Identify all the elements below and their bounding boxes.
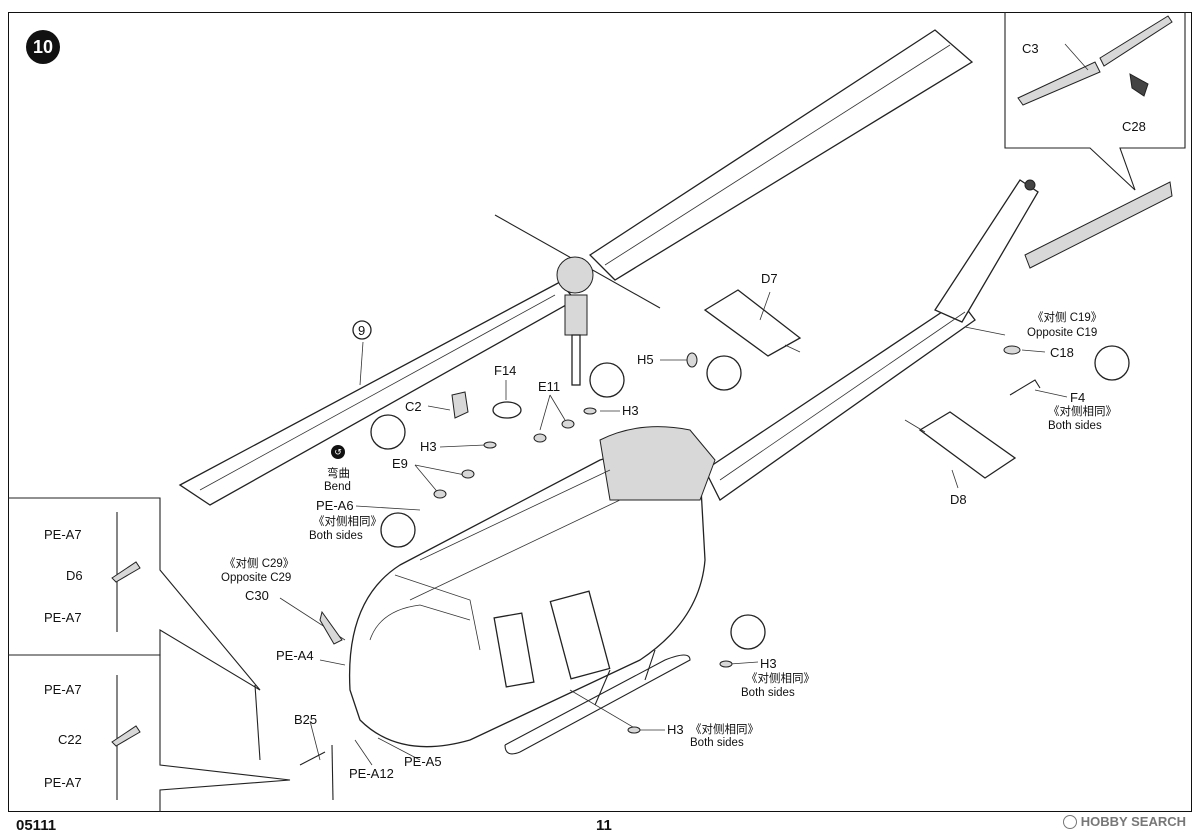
h5-label: H5 [637,352,654,367]
step-number-badge: 10 [26,30,60,64]
h3-top-label: H3 [622,403,639,418]
left-insets [8,497,291,812]
h3-mid-label: H3 [760,656,777,671]
fuselage [348,426,716,748]
d7-label: D7 [761,271,778,286]
bend-icon: ↺ [331,445,345,459]
h3-mid-note-en: Both sides [741,687,795,699]
inset-upper-bottom-label: PE-A7 [44,610,82,625]
f4-note-en: Both sides [1048,420,1102,432]
watermark: HOBBY SEARCH [1062,814,1186,829]
main-rotor [178,29,974,506]
stabilizers [703,289,1017,479]
c18-label: C18 [1050,345,1074,360]
watermark-logo-icon [1062,814,1077,829]
detail-callouts [352,320,1130,650]
b25-label: B25 [294,712,318,727]
c29-note-en: Opposite C29 [221,572,292,584]
c19-note-cn: 《对侧 C19》 [1032,312,1103,324]
e9-label: E9 [392,456,408,471]
c28-label: C28 [1122,119,1146,134]
c29-note-cn: 《对侧 C29》 [224,558,295,570]
h3-bottom-label: H3 [667,722,684,737]
pe-a12-label: PE-A12 [349,766,394,781]
bend-note-cn: 弯曲 [327,468,350,480]
leader-lines [279,291,1068,766]
instruction-frame [8,12,1192,812]
inset-lower-middle-label: C22 [58,732,82,747]
h3-mid-note-cn: 《对侧相同》 [746,673,815,685]
f14-label: F14 [494,363,517,378]
h3-bottom-note-cn: 《对侧相同》 [690,724,759,736]
pe-a4-label: PE-A4 [276,648,314,663]
small-parts [254,345,1041,801]
c19-note-en: Opposite C19 [1027,327,1098,339]
inset-lower-top-label: PE-A7 [44,682,82,697]
page-number: 11 [596,817,612,834]
e11-label: E11 [538,379,561,394]
f4-note-cn: 《对侧相同》 [1048,406,1117,418]
inset-upper-top-label: PE-A7 [44,527,82,542]
pe-a5-label: PE-A5 [404,754,442,769]
c30-label: C30 [245,588,269,603]
bend-note-en: Bend [324,481,351,493]
d8-label: D8 [950,492,967,507]
c2-label: C2 [405,399,422,414]
c3-label: C3 [1022,41,1039,56]
tail-boom [704,179,1173,501]
watermark-text: HOBBY SEARCH [1080,814,1186,829]
pe-a6-note-cn: 《对侧相同》 [313,516,382,528]
pe-a6-note-en: Both sides [309,530,363,542]
kit-number: 05111 [16,817,57,834]
f4-label: F4 [1070,390,1086,405]
rotor-blade-label: 9 [358,323,366,338]
h3-bottom-note-en: Both sides [690,737,744,749]
h3-left-label: H3 [420,439,437,454]
tail-rotor-inset [1004,12,1186,191]
landing-skids [504,649,691,755]
pe-a6-label: PE-A6 [316,498,354,513]
inset-lower-bottom-label: PE-A7 [44,775,82,790]
inset-upper-middle-label: D6 [66,568,83,583]
